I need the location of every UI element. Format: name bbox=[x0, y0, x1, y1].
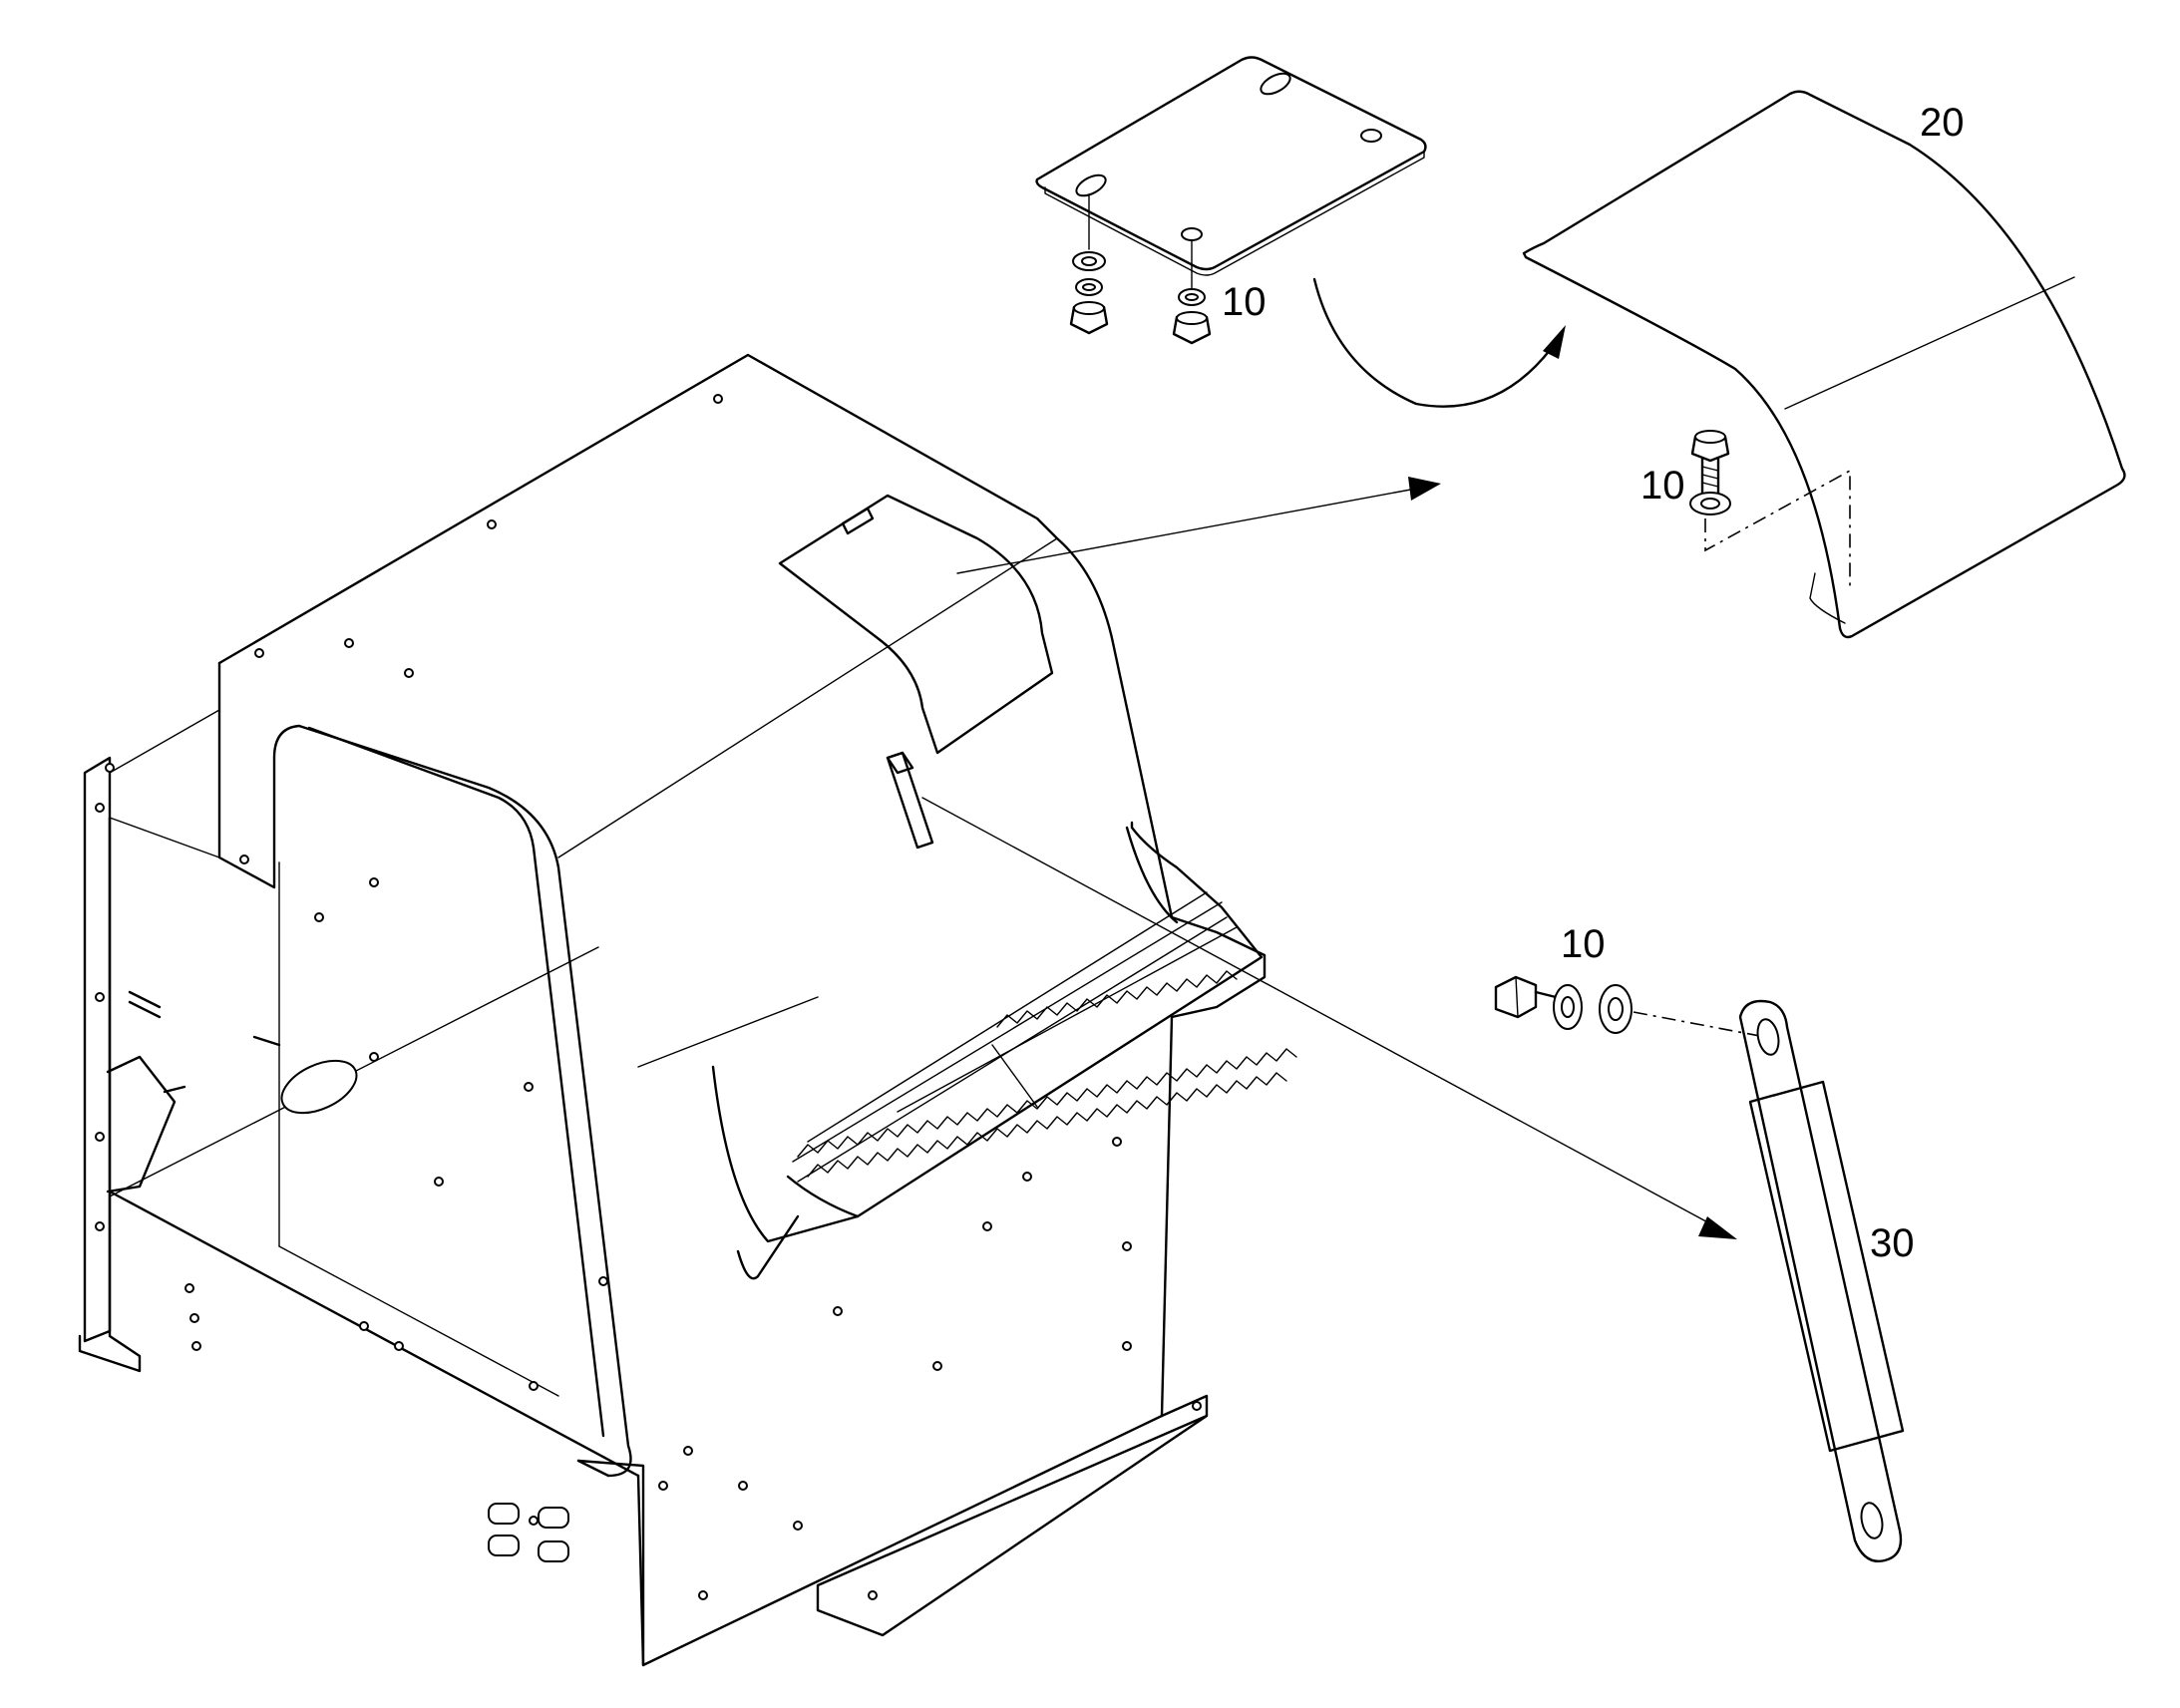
callout-10-cover: 10 bbox=[1640, 464, 1685, 508]
top-plate bbox=[1035, 56, 1427, 292]
callout-30: 30 bbox=[1870, 1221, 1915, 1265]
rotation-arrow bbox=[1312, 277, 1566, 408]
main-housing bbox=[78, 353, 1267, 1667]
hardware-set-top bbox=[1069, 251, 1212, 345]
callout-10-middle: 10 bbox=[1561, 922, 1606, 966]
strap-part-30 bbox=[1738, 999, 1905, 1562]
bolt-washer-set bbox=[1689, 430, 1851, 588]
installed-cover bbox=[778, 494, 1179, 924]
leader-arrows bbox=[921, 477, 1737, 1239]
cover-part-20 bbox=[1522, 90, 2126, 639]
callout-20: 20 bbox=[1920, 101, 1965, 145]
callout-10-top: 10 bbox=[1222, 280, 1267, 324]
hardware-set-middle bbox=[1494, 975, 1766, 1038]
step-tread bbox=[711, 821, 1297, 1280]
